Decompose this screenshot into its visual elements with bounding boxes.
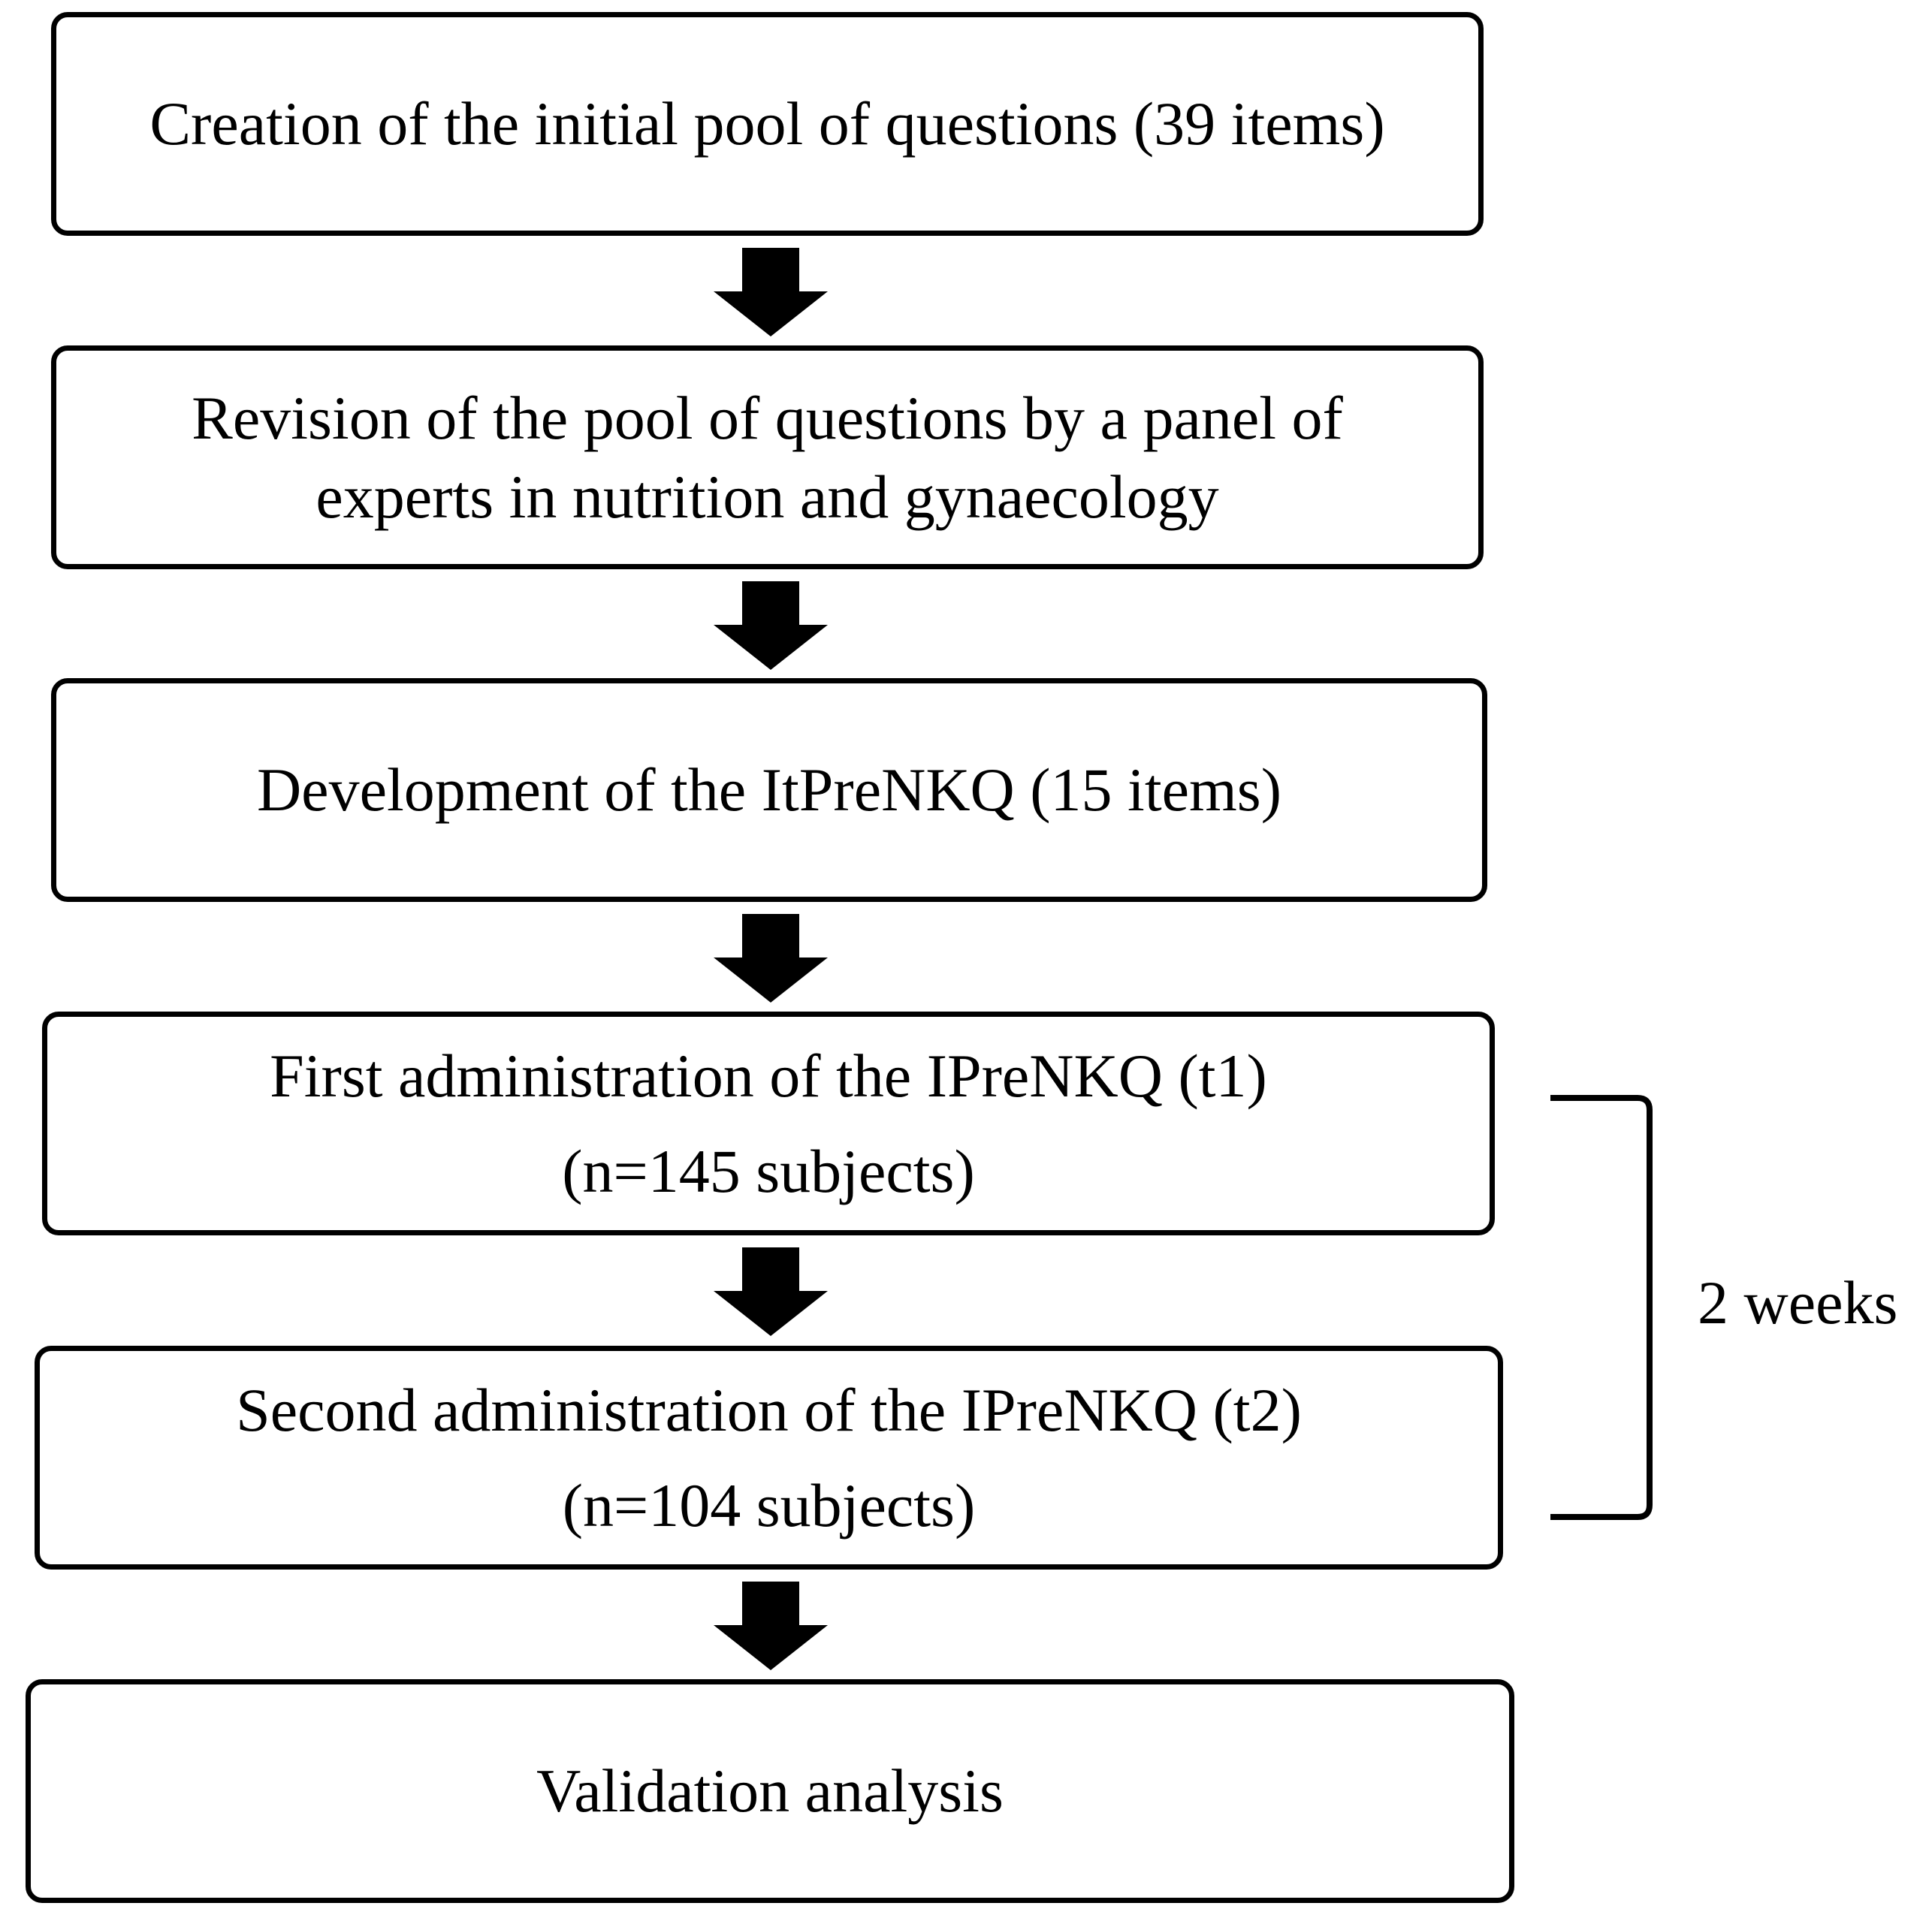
step-box-validation-analysis: Validation analysis [26,1679,1514,1903]
step-box-creation-initial-pool: Creation of the initial pool of question… [51,12,1484,236]
step-box-development: Development of the ItPreNKQ (15 items) [51,678,1487,902]
step-text: Development of the ItPreNKQ (15 items) [256,755,1282,825]
step-box-expert-revision: Revision of the pool of questions by a p… [51,345,1484,569]
step-text: Second administration of the IPreNKQ (t2… [236,1375,1302,1444]
step-text: First administration of the IPreNKQ (t1) [270,1041,1267,1110]
step-text: experts in nutrition and gynaecology [315,463,1219,531]
step-box-first-administration: First administration of the IPreNKQ (t1)… [42,1012,1495,1235]
down-arrow-icon [714,914,828,1003]
step-text: (n=104 subjects) [562,1471,976,1540]
step-text: Validation analysis [536,1757,1004,1826]
down-arrow-icon [714,1247,828,1336]
step-text: (n=145 subjects) [562,1137,975,1205]
interval-bracket [1550,1095,1653,1520]
step-box-second-administration: Second administration of the IPreNKQ (t2… [35,1346,1503,1570]
down-arrow-icon [714,581,828,670]
interval-label: 2 weeks [1698,1268,1898,1337]
down-arrow-icon [714,248,828,336]
step-text: Revision of the pool of questions by a p… [192,383,1343,452]
step-text: Creation of the initial pool of question… [149,89,1385,158]
down-arrow-icon [714,1582,828,1670]
